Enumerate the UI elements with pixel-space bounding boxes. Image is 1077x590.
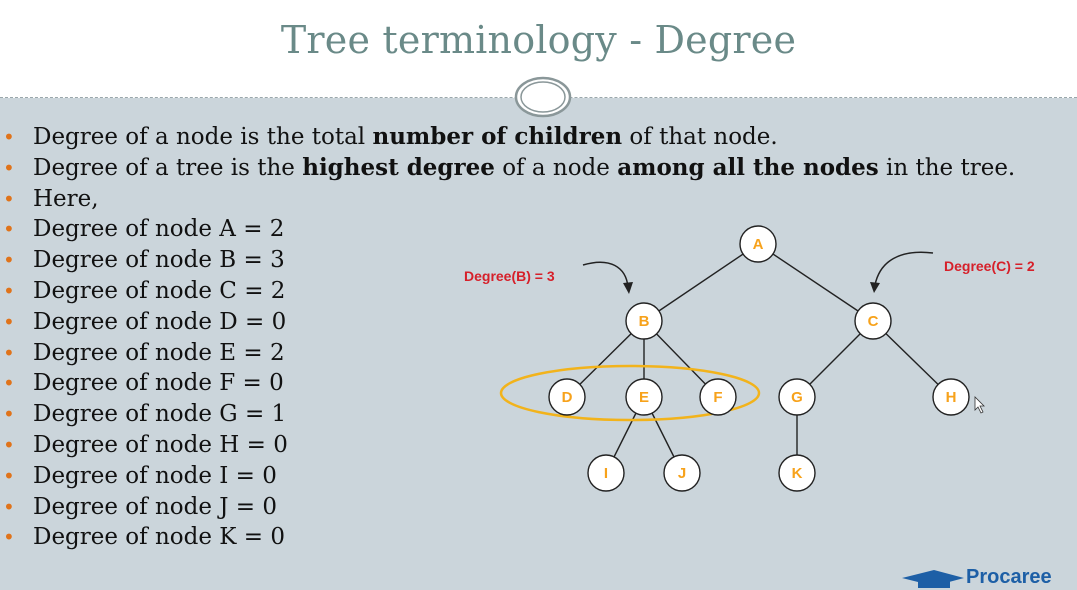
bullet-dot-icon: •	[3, 248, 15, 273]
node-label: H	[946, 389, 957, 406]
bullet-dot-icon: •	[3, 186, 15, 211]
bullet-text: Degree of a tree is the	[33, 154, 303, 181]
bullet-item: • Degree of node F = 0	[0, 368, 1015, 399]
bullet-item: • Degree of node J = 0	[0, 492, 1015, 523]
bullet-text: Here,	[33, 185, 99, 212]
highlight-ellipse	[499, 364, 761, 422]
node-circle	[778, 378, 816, 416]
bullet-dot-icon: •	[3, 402, 15, 427]
node-label: J	[678, 465, 686, 482]
arrowhead-c	[870, 282, 880, 293]
tree-node-g: G	[778, 378, 816, 416]
bullet-text: Degree of node H = 0	[33, 431, 288, 458]
bullet-text: of a node	[494, 154, 618, 181]
bullet-text: Degree of node E = 2	[33, 339, 285, 366]
bullet-dot-icon: •	[3, 340, 15, 365]
bullet-dot-icon: •	[3, 155, 15, 180]
bullet-bold-text: number of children	[372, 123, 623, 150]
edge-a-b	[643, 243, 759, 322]
bullet-dot-icon: •	[3, 309, 15, 334]
bullet-item: • Degree of node H = 0	[0, 430, 1015, 461]
tree-node-b: B	[625, 302, 663, 340]
bullet-item: • Degree of a node is the total number of…	[0, 122, 1015, 153]
node-circle	[663, 454, 701, 492]
tree-node-e: E	[625, 378, 663, 416]
bullet-text: Degree of node I = 0	[33, 462, 277, 489]
bullet-text: Degree of node K = 0	[33, 524, 285, 551]
arrow-to-c	[874, 251, 934, 286]
node-label: C	[868, 313, 879, 330]
bullet-text: Degree of node C = 2	[33, 277, 286, 304]
bullet-item: • Degree of node E = 2	[0, 338, 1015, 369]
tree-diagram: A B C D E F G H I J K Degree(B) = 3 Degree(C) = 2	[464, 225, 1035, 492]
bullet-item: • Degree of node B = 3	[0, 245, 1015, 276]
node-circle	[932, 378, 970, 416]
bullet-dot-icon: •	[3, 217, 15, 242]
bullet-list: • Degree of a node is the total number of…	[0, 122, 1015, 553]
bullet-text: Degree of node D = 0	[33, 308, 287, 335]
tree-node-j: J	[663, 454, 701, 492]
brand-name: Procaree	[966, 566, 1052, 588]
node-label: G	[791, 389, 803, 406]
tree-node-h: H	[932, 378, 970, 416]
bullet-dot-icon: •	[3, 125, 15, 149]
bullet-item: • Here,	[0, 184, 1015, 215]
bullet-dot-icon: •	[3, 463, 15, 488]
bullet-text: Degree of node A = 2	[33, 216, 285, 243]
node-circle	[699, 378, 737, 416]
tree-node-c: C	[854, 302, 892, 340]
node-circle	[548, 378, 586, 416]
arrowhead-b	[623, 282, 633, 294]
bullet-item: • Degree of node C = 2	[0, 276, 1015, 307]
node-label: F	[713, 389, 722, 406]
bullet-bold-text: among all the nodes	[617, 153, 879, 181]
bullet-item: •Degree of a tree is the highest degree …	[0, 153, 1015, 184]
node-circle	[778, 454, 816, 492]
bullet-dot-icon: •	[3, 278, 15, 303]
node-label: B	[639, 313, 650, 330]
procaree-logo-icon	[902, 570, 964, 588]
bullet-dot-icon: •	[3, 371, 15, 396]
annotation-degree-c: Degree(C) = 2	[944, 258, 1035, 274]
bullet-text: in the tree.	[878, 154, 1016, 181]
ring-decoration	[514, 76, 572, 118]
node-label: A	[753, 236, 764, 253]
bullet-item: • Degree of node G = 1	[0, 399, 1015, 430]
node-label: D	[562, 389, 573, 406]
tree-node-d: D	[548, 378, 586, 416]
bullet-dot-icon: •	[3, 525, 15, 550]
tree-node-f: F	[699, 378, 737, 416]
bullet-item: • Degree of node K = 0	[0, 522, 1015, 553]
node-circle	[587, 454, 625, 492]
bullet-text: Degree of node G = 1	[33, 401, 287, 428]
node-circle	[854, 302, 892, 340]
node-label: E	[639, 389, 649, 406]
tree-node-i: I	[587, 454, 625, 492]
bullet-text: of that node.	[622, 124, 778, 150]
node-label: K	[792, 465, 803, 482]
annotation-degree-b: Degree(B) = 3	[464, 268, 555, 284]
node-circle	[625, 378, 663, 416]
node-circle	[625, 302, 663, 340]
tree-node-a: A	[739, 225, 777, 263]
bullet-text: Degree of node F = 0	[33, 370, 284, 397]
node-label: I	[604, 465, 608, 482]
bullet-item: • Degree of node A = 2	[0, 214, 1015, 245]
bullet-dot-icon: •	[3, 432, 15, 457]
bullet-text: Degree of a node is the total	[33, 124, 373, 150]
tree-node-k: K	[778, 454, 816, 492]
cursor-icon	[974, 396, 985, 414]
bullet-item: • Degree of node D = 0	[0, 307, 1015, 338]
bullet-item: • Degree of node I = 0	[0, 461, 1015, 492]
arrow-to-b	[582, 261, 629, 288]
edge-a-c	[757, 243, 874, 322]
bullet-text: Degree of node B = 3	[33, 247, 285, 274]
bullet-bold-text: highest degree	[302, 153, 495, 181]
node-circle	[739, 225, 777, 263]
bullet-dot-icon: •	[3, 494, 15, 519]
slide-title: Tree terminology - Degree	[280, 18, 797, 62]
bullet-text: Degree of node J = 0	[33, 493, 278, 520]
